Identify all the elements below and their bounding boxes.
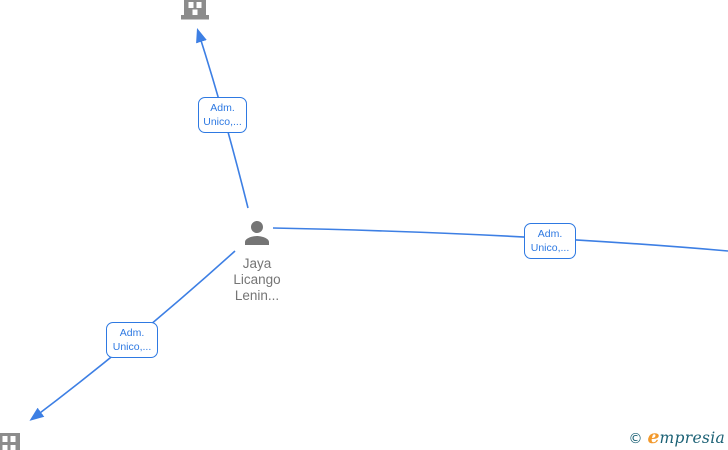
person-node-label[interactable]: Jaya Licango Lenin... <box>233 256 281 303</box>
copyright-icon: © <box>628 431 643 447</box>
empresia-logo: © empresia <box>628 426 725 448</box>
empresia-brand-initial: e <box>647 426 660 448</box>
building-icon[interactable] <box>0 433 23 450</box>
edge-person-to-offscreen-right <box>272 227 728 252</box>
building-icon[interactable] <box>181 0 209 20</box>
edge-label-adm-unico-top[interactable]: Adm. Unico,... <box>198 97 247 133</box>
person-icon[interactable] <box>245 221 269 245</box>
edge-label-adm-unico-bottom-left[interactable]: Adm. Unico,... <box>106 322 158 358</box>
empresia-brand-rest: mpresia <box>659 429 725 447</box>
empresia-brand-text: empresia <box>647 426 725 448</box>
edge-label-adm-unico-right[interactable]: Adm. Unico,... <box>524 223 576 259</box>
